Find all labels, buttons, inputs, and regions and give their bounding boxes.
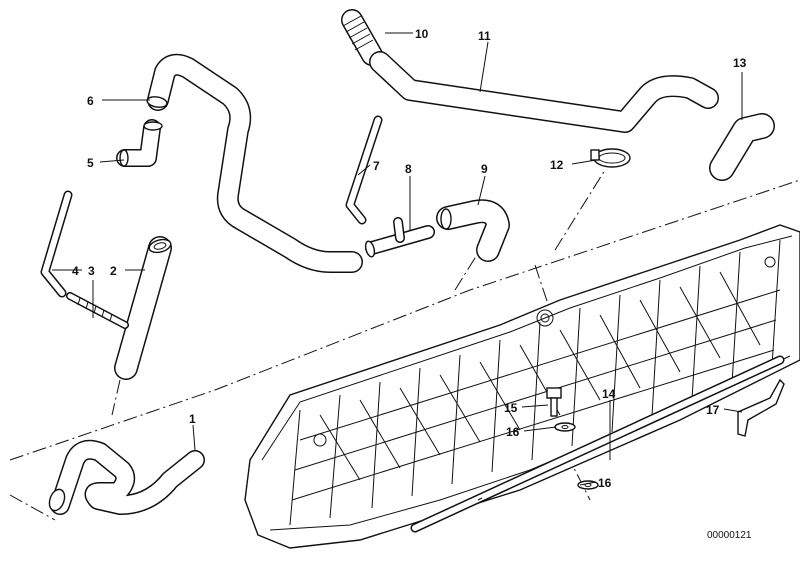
callout-7: 7: [373, 159, 380, 173]
part-14-rod: [410, 355, 785, 533]
callout-9: 9: [481, 162, 488, 176]
part-4-small-hose: [40, 190, 73, 298]
callout-16-upper: 16: [506, 425, 520, 439]
callout-8: 8: [405, 162, 412, 176]
part-12-clamp: [590, 148, 631, 168]
callout-3: 3: [88, 264, 95, 278]
part-6-long-hose: [146, 53, 363, 273]
callout-15: 15: [504, 401, 518, 415]
diagram-number: 00000121: [707, 530, 752, 541]
part-7-small-hose: [345, 115, 383, 225]
part-8-t-valve: [364, 217, 435, 258]
part-2-tube: [114, 236, 172, 380]
callout-13: 13: [733, 56, 747, 70]
callout-5: 5: [87, 156, 94, 170]
part-1-hose: [48, 439, 205, 515]
callout-12: 12: [550, 158, 564, 172]
callout-16-lower: 16: [598, 476, 612, 490]
part-15-bolt: [546, 387, 562, 417]
callout-14: 14: [602, 387, 616, 401]
callout-11: 11: [478, 29, 491, 43]
leader-lines: [52, 32, 743, 486]
callout-1: 1: [189, 412, 196, 426]
part-13-boot: [709, 113, 775, 181]
callout-4: 4: [72, 264, 79, 278]
part-3-connector: [66, 292, 129, 329]
callout-17: 17: [706, 403, 720, 417]
part-11-long-hose: [369, 51, 719, 133]
callout-6: 6: [87, 94, 94, 108]
callout-labels: 1 2 3 4 5 6 7 8 9 10 11 12 13 14 15 16 1…: [72, 27, 747, 490]
part-16-washer-upper: [554, 422, 576, 432]
part-9-elbow-hose: [436, 199, 510, 262]
part-5-elbow: [116, 119, 163, 167]
part-10-bellows: [341, 9, 383, 66]
cylinder-head-cover: [244, 224, 800, 549]
callout-10: 10: [415, 27, 429, 41]
part-17-bracket: [737, 378, 785, 437]
callout-2: 2: [110, 264, 117, 278]
